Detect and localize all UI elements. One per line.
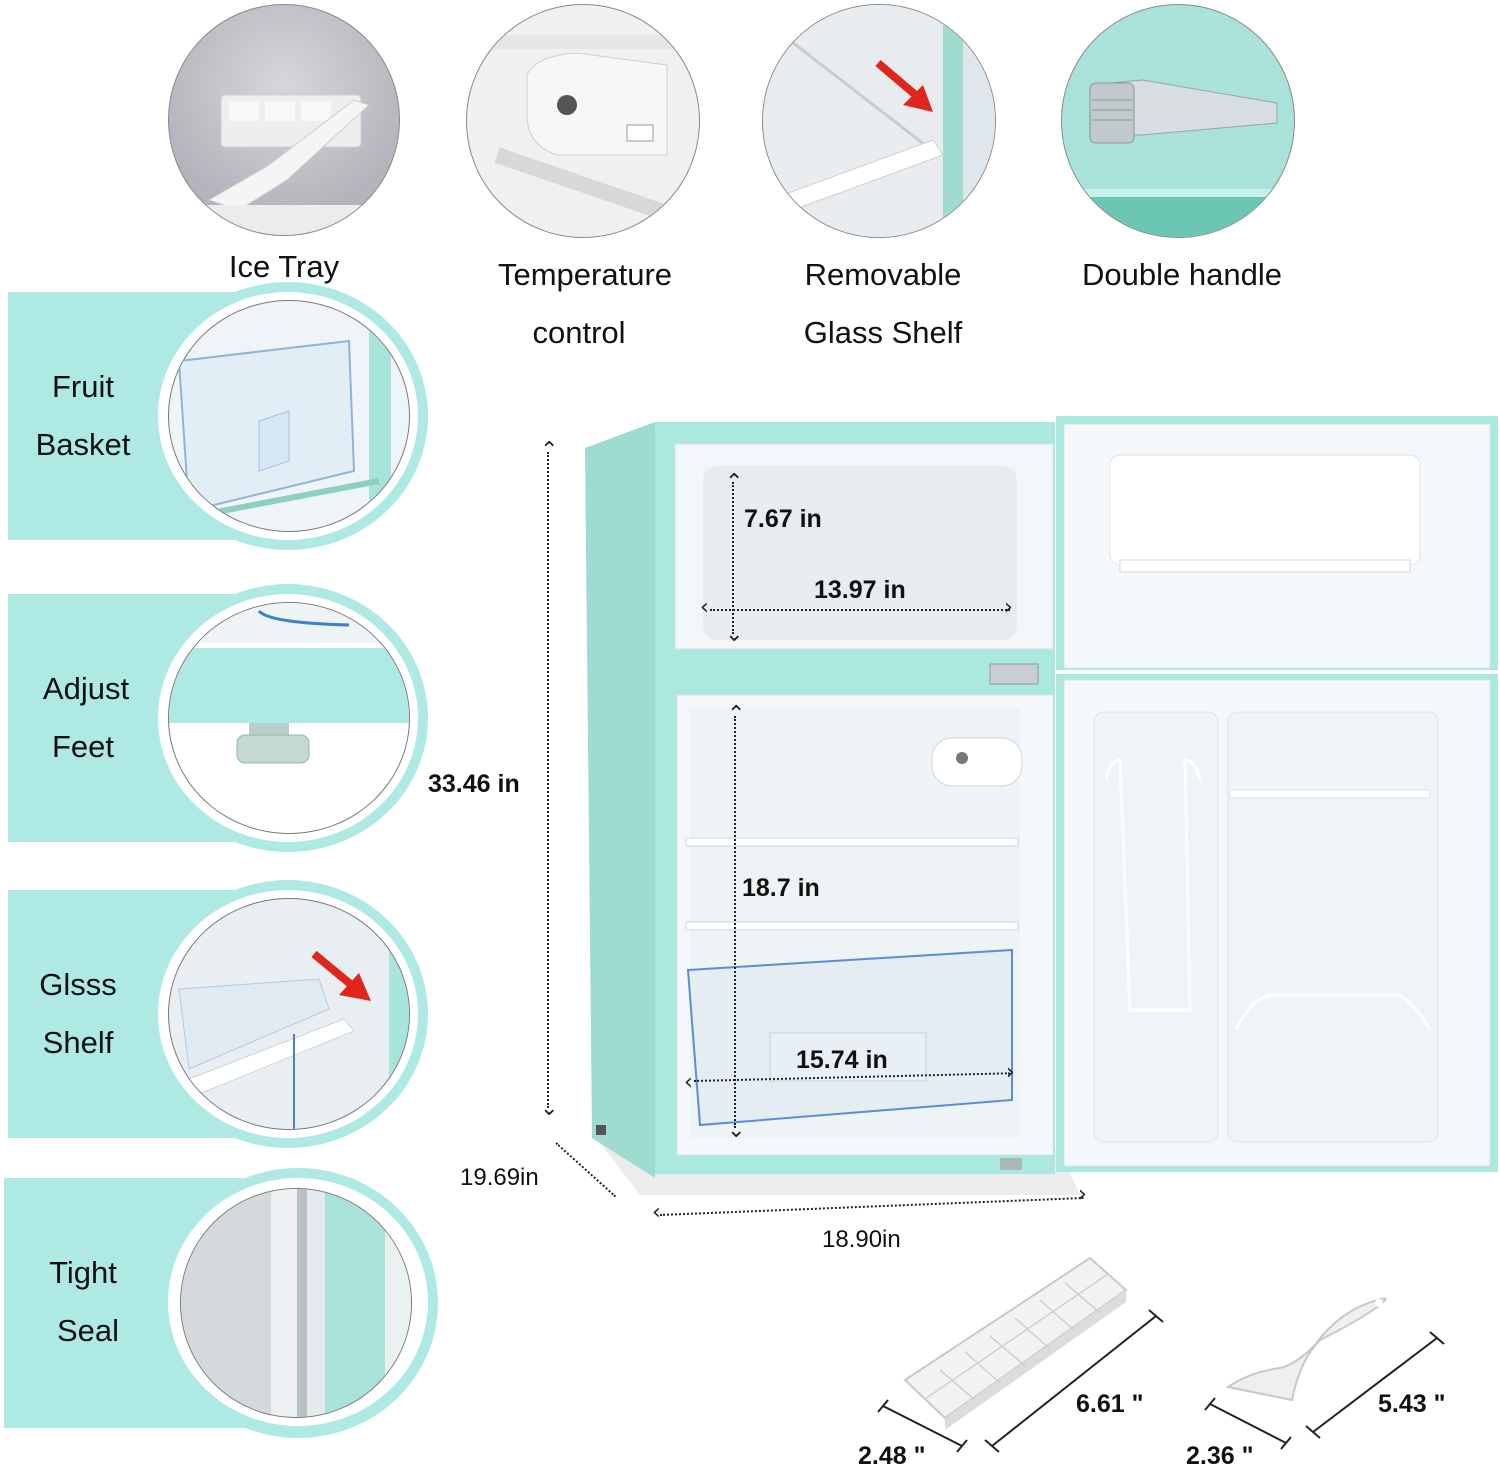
arrow-right-icon: ›: [1006, 1060, 1015, 1085]
arrow-down-icon: ⌄: [540, 1096, 559, 1121]
arrow-left-icon: ‹: [652, 1200, 661, 1225]
feature-label-tight-seal: Tight Seal: [49, 1255, 120, 1348]
arrow-down-icon: ⌄: [727, 1118, 746, 1143]
ice-tray-photo: [168, 4, 400, 236]
arrow-down-icon: ⌄: [725, 622, 744, 647]
double-handle-photo: [1061, 4, 1295, 238]
scraper-width-label: 2.36 ": [1186, 1442, 1254, 1470]
feature-label-double-handle: Double handle: [1082, 257, 1282, 292]
arrow-right-icon: ›: [1004, 595, 1013, 620]
arrow-left-icon: ‹: [700, 595, 709, 620]
arrow-right-icon: ›: [1078, 1182, 1087, 1207]
depth-label: 19.69in: [460, 1164, 539, 1191]
arrow-left-icon: ‹: [684, 1070, 693, 1095]
tight-seal-photo: [180, 1188, 412, 1418]
ice-tray-length-label: 6.61 ": [1076, 1390, 1144, 1418]
total-height-label: 33.46 in: [428, 770, 520, 798]
leveling-foot-icon: [169, 603, 409, 764]
width-label: 18.90in: [822, 1226, 901, 1253]
drawer-width-label: 15.74 in: [796, 1046, 888, 1074]
arrow-up-icon: ⌃: [725, 470, 744, 495]
glass-shelf-side-photo: [168, 898, 410, 1130]
feature-label-ice-tray: Ice Tray: [228, 249, 340, 284]
glass-shelf-photo: [762, 4, 996, 238]
feature-glass-shelf: Glsss Shelf: [8, 880, 428, 1148]
fridge-height-line: [734, 716, 736, 1128]
arrow-up-icon: ⌃: [727, 702, 746, 727]
feature-tight-seal: Tight Seal: [4, 1168, 438, 1438]
feature-label-glass-shelf: Glsss Shelf: [39, 967, 117, 1060]
feature-fruit-basket: Fruit Basket: [8, 282, 428, 550]
feature-label-fruit-basket: Fruit Basket: [35, 369, 131, 462]
ice-tray-width-label: 2.48 ": [858, 1442, 926, 1470]
feature-label-adjust-feet: Adjust Feet: [42, 671, 130, 764]
scraper-length-label: 5.43 ": [1378, 1390, 1446, 1418]
ice-scraper-icon: [1225, 1297, 1387, 1402]
red-arrow-icon: [875, 59, 933, 112]
feature-adjust-feet: Adjust Feet: [8, 584, 428, 852]
freezer-width-line: [710, 609, 1010, 611]
fruit-basket-photo: [168, 300, 410, 532]
freezer-height-label: 7.67 in: [744, 505, 822, 533]
temperature-control-photo: [466, 4, 700, 238]
freezer-width-label: 13.97 in: [814, 576, 906, 604]
feature-label-temperature-control: Temperature control: [497, 257, 673, 350]
feature-label-removable-glass-shelf: Removable Glass Shelf: [803, 257, 963, 350]
ice-tray-accessory-icon: [903, 1256, 1128, 1430]
glass-shelf-icon: [763, 5, 995, 237]
fridge-height-label: 18.7 in: [742, 874, 820, 902]
freezer-height-line: [732, 482, 734, 634]
crisper-drawer-icon: [169, 301, 391, 531]
arrow-up-icon: ⌃: [540, 438, 559, 463]
total-height-line: [547, 452, 549, 1108]
adjust-feet-photo: [168, 602, 410, 834]
red-arrow-icon: [311, 950, 371, 1001]
